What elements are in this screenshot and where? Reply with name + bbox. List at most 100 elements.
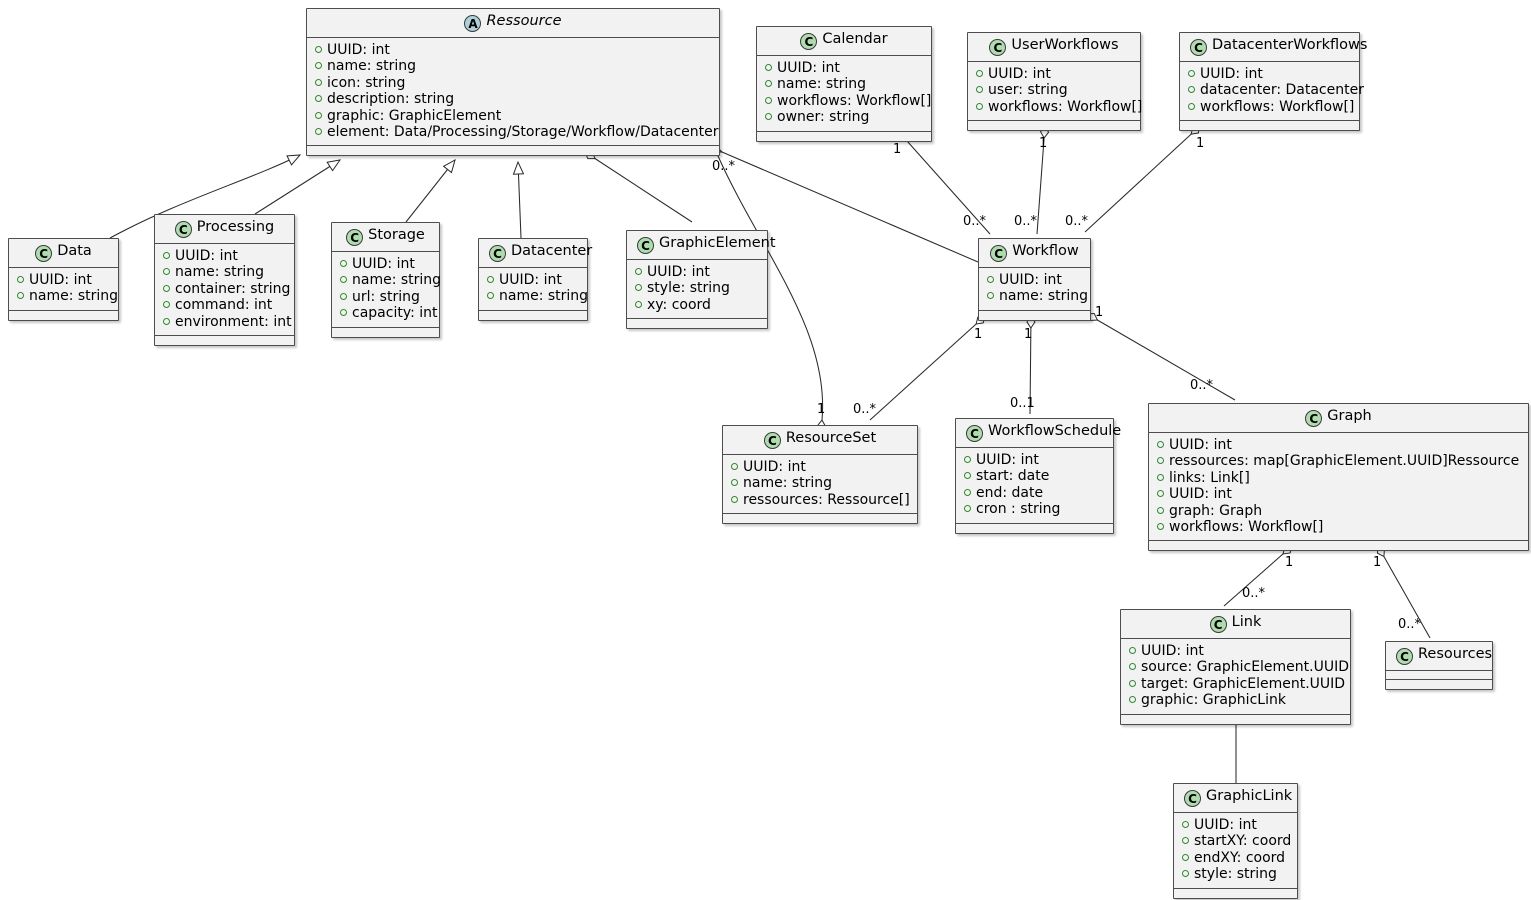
attribute-row: name: string — [17, 288, 118, 304]
attribute-row: workflows: Workflow[] — [1188, 98, 1355, 115]
attribute-label: cron : string — [976, 501, 1061, 518]
attribute-label: container: string — [175, 280, 291, 297]
public-visibility-icon — [1157, 490, 1164, 498]
edge-workflow-resourceset — [869, 315, 986, 421]
attribute-row: source: GraphicElement.UUID — [1129, 659, 1349, 675]
class-operations-data — [9, 310, 118, 320]
public-visibility-icon — [731, 495, 738, 503]
public-visibility-icon — [1129, 679, 1136, 687]
public-visibility-icon — [340, 260, 347, 267]
attribute-label: UUID: int — [647, 264, 710, 280]
attribute-label: workflows: Workflow[] — [1200, 98, 1355, 115]
public-visibility-icon — [765, 113, 772, 121]
public-visibility-icon — [765, 64, 772, 71]
multiplicity-label: 1 — [1095, 305, 1104, 320]
public-visibility-icon — [1157, 457, 1164, 465]
public-visibility-icon — [1188, 86, 1195, 94]
abstract-class-icon: A — [464, 15, 482, 32]
attribute-row: owner: string — [765, 109, 923, 125]
attribute-row: end: date — [964, 485, 1105, 501]
public-visibility-icon — [315, 62, 322, 70]
public-visibility-icon — [976, 102, 983, 110]
attribute-label: UUID: int — [999, 272, 1062, 288]
attribute-label: UUID: int — [175, 248, 238, 264]
attribute-row: UUID: int — [315, 42, 711, 58]
attribute-label: name: string — [743, 475, 833, 492]
attribute-label: name: string — [777, 76, 867, 93]
attribute-row: graphic: GraphicLink — [1129, 692, 1342, 708]
class-name-data: Data — [57, 243, 92, 259]
edge-storage-inherits-ressource — [405, 158, 456, 223]
public-visibility-icon — [163, 301, 170, 309]
class-name-resourceset: ResourceSet — [785, 430, 877, 446]
attribute-row: UUID: int — [987, 272, 1082, 288]
public-visibility-icon — [17, 276, 24, 283]
attribute-row: UUID: int — [1129, 643, 1342, 659]
attribute-row: datacenter: Datacenter — [1188, 82, 1364, 98]
attribute-label: UUID: int — [743, 459, 806, 475]
multiplicity-label: 1 — [974, 327, 983, 342]
class-operations-link — [1121, 714, 1350, 724]
attribute-row: UUID: int — [635, 264, 759, 280]
public-visibility-icon — [340, 276, 347, 284]
public-visibility-icon — [964, 488, 971, 496]
attribute-label: UUID: int — [29, 272, 92, 288]
class-operations-graphiclink — [1174, 888, 1297, 898]
public-visibility-icon — [315, 78, 322, 86]
attribute-row: element: Data/Processing/Storage/Workflo… — [315, 124, 718, 140]
multiplicity-label: 1 — [1373, 555, 1382, 570]
public-visibility-icon — [765, 96, 772, 104]
attribute-label: graphic: GraphicElement — [327, 107, 502, 124]
attribute-label: UUID: int — [1200, 66, 1263, 82]
public-visibility-icon — [1129, 696, 1136, 704]
attribute-row: UUID: int — [1188, 66, 1351, 82]
attribute-label: links: Link[] — [1169, 469, 1250, 486]
attribute-label: UUID: int — [988, 66, 1051, 82]
public-visibility-icon — [964, 456, 971, 463]
public-visibility-icon — [1157, 523, 1164, 531]
attribute-row: UUID: int — [976, 66, 1132, 82]
class-operations-graphicelement — [627, 319, 767, 329]
attribute-label: name: string — [175, 264, 265, 281]
attribute-label: url: string — [352, 288, 420, 305]
class-operations-processing — [155, 336, 294, 346]
attribute-row: ressources: Ressource[] — [731, 492, 910, 508]
attribute-row: name: string — [315, 58, 711, 74]
multiplicity-label: 0..1 — [1010, 396, 1035, 411]
attribute-label: start: date — [976, 468, 1050, 485]
attribute-label: ressources: map[GraphicElement.UUID]Ress… — [1169, 453, 1520, 470]
multiplicity-label: 0..* — [853, 402, 877, 417]
attribute-label: description: string — [327, 91, 455, 108]
attribute-row: start: date — [964, 468, 1105, 484]
attribute-row: command: int — [163, 297, 286, 313]
attribute-row: UUID: int — [1157, 437, 1520, 453]
attribute-row: xy: coord — [635, 297, 759, 313]
class-operations-workflowschedule — [956, 523, 1113, 533]
class-operations-storage — [332, 327, 439, 337]
